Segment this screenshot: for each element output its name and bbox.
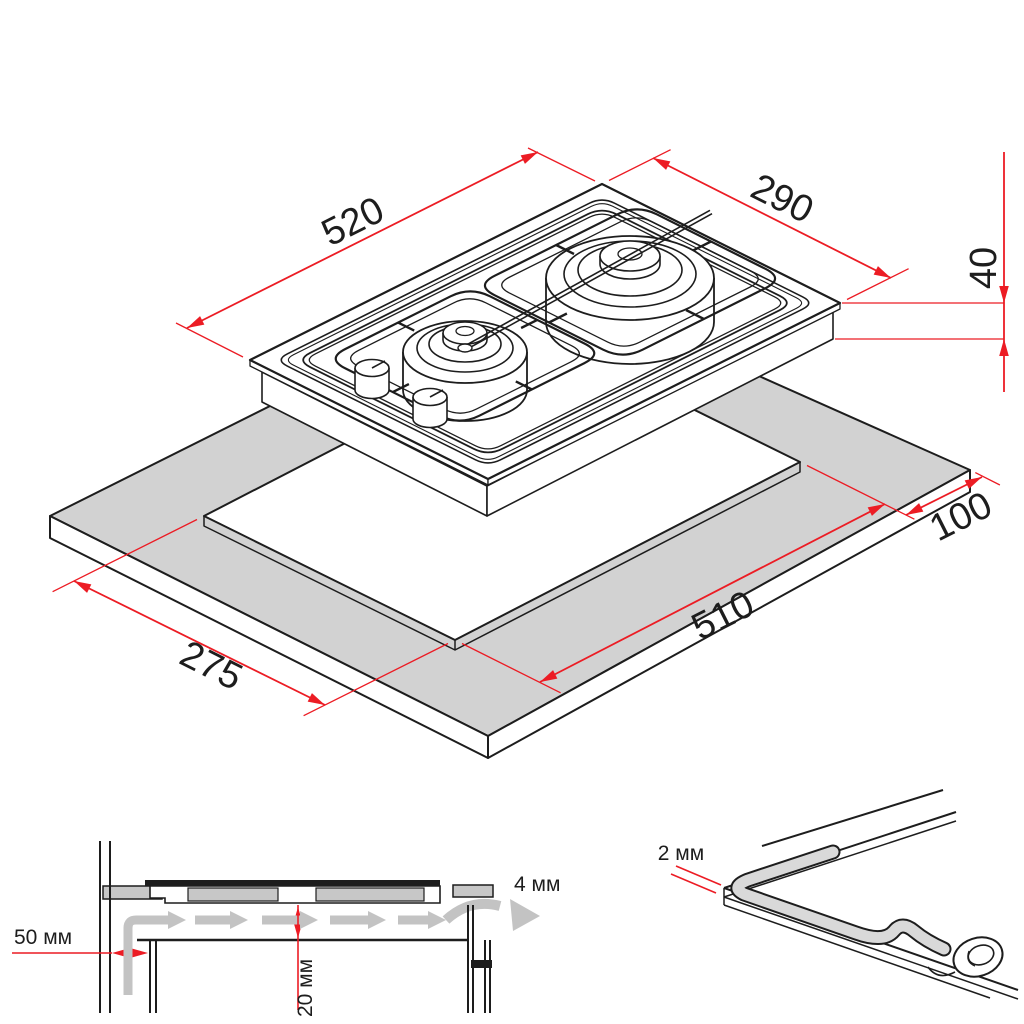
label-wall-clearance: 50 мм [14, 926, 72, 949]
dimension-arrowhead [520, 152, 538, 164]
pan-supports [334, 208, 777, 422]
dim-cutout-depth: 275 [173, 633, 249, 699]
section-red-dims [12, 905, 299, 1010]
airflow-arrows [123, 898, 540, 995]
dim-line-275 [73, 580, 326, 706]
ext-510-a [461, 642, 561, 694]
rim-outer [280, 199, 810, 464]
label-under-hob-clearance: 20 мм [294, 959, 317, 1017]
section-view: 50 мм 20 мм 4 мм [12, 841, 560, 1017]
dim-hob-depth: 290 [744, 166, 820, 232]
line-shape [723, 904, 991, 999]
dimension-arrowhead [307, 693, 325, 705]
support-large-outer [483, 208, 777, 356]
dimension-arrowhead [964, 477, 982, 489]
ext-510-b [806, 464, 915, 520]
dim-hob-width: 520 [315, 189, 391, 255]
airflow-exit-arrow [442, 898, 502, 924]
section-structure [99, 841, 491, 1013]
line-shape [429, 389, 444, 398]
support-finger [515, 380, 533, 391]
support-finger [685, 308, 705, 321]
well-inner [308, 213, 782, 450]
section-hob-glass [145, 880, 440, 886]
knob-ticks [371, 360, 444, 398]
dim-hob-height: 40 [963, 247, 1005, 289]
dimension-arrowhead [187, 316, 205, 328]
label-rear-gap: 4 мм [514, 873, 560, 896]
support-large-inner [501, 217, 759, 347]
path-shape [967, 950, 976, 967]
dimension-arrowhead [653, 158, 671, 170]
section-burner-box-2 [315, 887, 425, 902]
dim-line-510 [539, 503, 886, 683]
airflow-arrowhead [368, 911, 386, 929]
support-finger [520, 318, 538, 330]
dim-line-290 [652, 157, 892, 279]
line-shape [371, 360, 386, 369]
line-shape [761, 789, 944, 847]
hob [248, 182, 842, 517]
seal-detail: 2 мм [658, 789, 1019, 1000]
line-shape [465, 212, 713, 351]
path-shape [927, 966, 956, 977]
dimension-arrowhead [873, 266, 891, 278]
dimension-arrows [74, 152, 1009, 958]
dimension-arrowhead [131, 948, 148, 958]
support-finger [555, 243, 575, 256]
line-shape [463, 209, 711, 348]
seal-thickness-leaders [670, 865, 722, 894]
ext-275-a [52, 518, 198, 593]
ext-100-b [975, 472, 1001, 486]
ellipse-shape [457, 343, 473, 353]
hob-well [302, 209, 788, 454]
dimension-arrowhead [74, 581, 92, 593]
label-seal-thickness: 2 мм [658, 842, 704, 865]
ext-520-b [527, 147, 596, 182]
support-finger [392, 383, 410, 394]
dimension-arrowhead [906, 503, 924, 515]
cutout-inner-edge [203, 462, 801, 651]
support-small-inner [350, 298, 580, 414]
dimension-arrowhead [867, 504, 885, 516]
countertop-side-right [487, 469, 971, 759]
ext-520-a [175, 322, 244, 358]
seal-strip [730, 844, 952, 957]
ext-275-b [303, 642, 449, 717]
small-burner-hole [455, 325, 475, 337]
support-finger [548, 312, 568, 324]
dimension-lines [52, 147, 1005, 717]
section-burner-box-1 [187, 887, 279, 902]
airflow-arrowhead [300, 911, 318, 929]
fixing-bracket [471, 960, 492, 968]
airflow-exit-arrowhead [510, 899, 540, 931]
rim-inner [287, 203, 803, 460]
line-shape [670, 873, 717, 894]
dim-line-520 [186, 151, 539, 329]
airflow-arrowhead [230, 911, 248, 929]
control-knobs [354, 358, 448, 429]
support-finger [692, 240, 712, 252]
seal-tape-roll [927, 936, 1004, 978]
hob-rim [280, 199, 810, 464]
well-outer [302, 209, 788, 454]
line-shape [723, 896, 1019, 1000]
ext-290-a [608, 149, 671, 182]
line-shape [675, 865, 722, 886]
support-small-outer [334, 290, 596, 422]
burner-manifold [457, 209, 713, 353]
airflow-arrowhead [428, 911, 446, 929]
dimension-arrowhead [540, 670, 558, 682]
dimension-arrowhead [999, 286, 1009, 303]
dimension-arrowhead [999, 339, 1009, 356]
airflow-bent-arrow [123, 915, 168, 995]
airflow-arrowhead [168, 911, 186, 929]
seal-strip-fill [732, 846, 950, 955]
support-finger [397, 321, 415, 332]
section-worktop-right [452, 884, 494, 898]
line-shape [723, 820, 957, 898]
ext-290-b [846, 268, 909, 301]
